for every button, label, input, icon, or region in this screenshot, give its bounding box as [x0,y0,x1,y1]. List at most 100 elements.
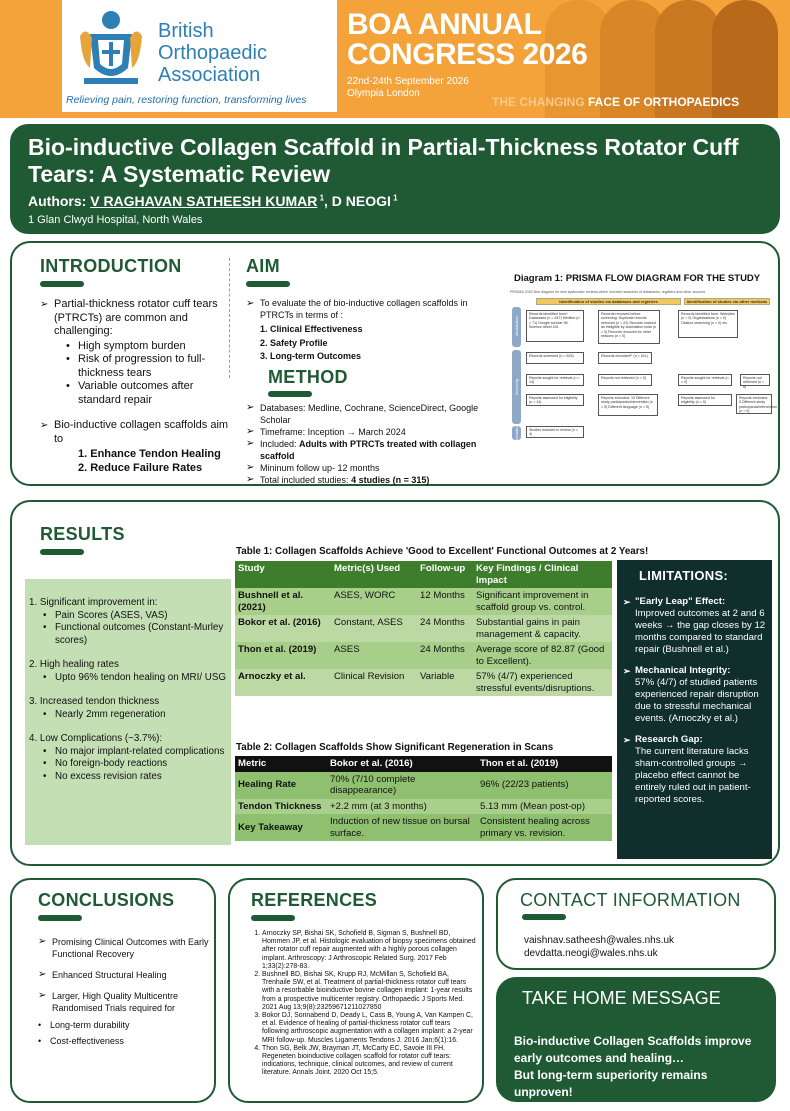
authors-prefix: Authors: [28,193,91,209]
introduction-point: Partial-thickness rotator cuff tears (PT… [40,298,235,339]
conclusion-sub-item: Long-term durability [38,1019,210,1031]
second-author: , D NEOGI [324,193,391,209]
table-cell: Tendon Thickness [235,798,327,814]
prisma-box-excluded: Records excluded** (n = 611) [598,352,652,364]
congress-venue: Olympia London [347,88,420,99]
contact-underline [522,914,566,920]
table-header-cell: Follow-up [417,561,473,588]
introduction-sub-point: Risk of progression to full-thickness te… [66,353,235,380]
results-sub-item: Pain Scores (ASES, VAS) [43,610,229,623]
affiliation: 1 Glan Clwyd Hospital, North Wales [28,214,203,226]
introduction-aim: 1. Enhance Tendon Healing [78,448,221,460]
conclusion-item: Promising Clinical Outcomes with Early F… [38,936,210,960]
silhouette-shape [712,0,778,118]
results-item-title: 4. Low Complications (~3.7%): [29,733,163,744]
table-header-row: Metric Bokor et al. (2016) Thon et al. (… [235,756,612,772]
table-cell: Key Takeaway [235,814,327,841]
poster-title: Bio-inductive Collagen Scaffold in Parti… [28,134,739,187]
method-included-prefix: Included: [260,439,300,449]
prisma-box-assessed-other: Reports assessed for eligibility (n = 0) [678,394,732,406]
prisma-col2-head: Identification of studies via other meth… [684,298,770,305]
prisma-box-sought: Reports sought for retrieval (n = 14) [526,374,584,386]
conclusion-item: Larger, High Quality Multicentre Randomi… [38,990,210,1014]
prisma-stage-label: Screening [515,379,519,395]
table-cell: 12 Months [417,588,473,615]
results-sub-item: Nearly 2mm regeneration [43,709,229,722]
table-header-cell: Metric(s) Used [331,561,417,588]
prisma-box-sought-other: Reports sought for retrieval (n = 0) [678,374,732,386]
method-included-bold: Adults with PTRCTs treated with collagen… [260,439,477,461]
table-row: Bokor et al. (2016) Constant, ASES 24 Mo… [235,615,612,642]
results-item-title: 3. Increased tendon thickness [29,696,160,707]
table-row: Arnoczky et al. Clinical Revision Variab… [235,669,612,696]
contact-email[interactable]: devdatta.neogi@wales.nhs.uk [524,948,658,959]
results-sub-item: No major implant-related complications [43,746,229,759]
introduction-aim: 2. Reduce Failure Rates [78,461,203,474]
prisma-box-excluded-other: Reports excluded: 0 Different study part… [736,394,777,414]
contact-email[interactable]: vaishnav.satheesh@wales.nhs.uk [524,935,675,946]
references-list: Arnoczky SP, Bishai SK, Schofield B, Sig… [250,930,478,1078]
conclusion-sub-item: Cost-effectiveness [38,1035,210,1047]
conclusions-underline [38,915,82,921]
method-item: Mininum follow up- 12 months [246,462,501,474]
silhouette-shape [655,0,721,118]
table-cell: Arnoczky et al. [235,669,331,696]
aim-heading: AIM [246,256,280,276]
table-cell: Consistent healing across primary vs. re… [477,814,612,841]
congress-title-line: BOA ANNUAL [347,8,542,41]
aim-item: 2. Safety Profile [260,337,328,348]
prisma-stage-label: Identification [515,316,519,336]
congress-title: BOA ANNUAL CONGRESS 2026 [347,8,588,71]
table-cell: Variable [417,669,473,696]
table2: Metric Bokor et al. (2016) Thon et al. (… [235,756,612,841]
prisma-caption: Diagram 1: PRISMA FLOW DIAGRAM FOR THE S… [514,273,761,284]
introduction-sub-point: Variable outcomes after standard repair [66,380,235,407]
association-tagline: Relieving pain, restoring function, tran… [66,94,307,106]
prisma-box-not-retrieved-other: Reports not retrieved (n = 0) [740,374,770,389]
take-home-message: Bio-inductive Collagen Scaffolds improve… [514,1033,769,1101]
boa-logo-block: British Orthopaedic Association Relievin… [62,0,337,112]
limitation-desc: Improved outcomes at 2 and 6 weeks → the… [635,608,766,655]
limitation-label: "Early Leap" Effect: [623,596,769,608]
table-cell: 57% (4/7) experienced stressful events/d… [473,669,612,696]
reference-item: Bokor DJ, Sonnabend D, Deady L, Cass B, … [262,1012,478,1045]
table-cell: Thon et al. (2019) [235,642,331,669]
limitation-desc: The current literature lacks sham-contro… [635,746,751,805]
table-row: Tendon Thickness +2.2 mm (at 3 months) 5… [235,798,612,814]
aim-item: 3. Long-term Outcomes [260,351,362,361]
method-item: Timeframe: Inception → March 2024 [246,426,501,438]
introduction-heading: INTRODUCTION [40,256,182,276]
table-header-cell: Key Findings / Clinical Impact [473,561,612,588]
association-name-line: British [158,20,214,42]
prisma-box-other: Records identified from: Websites (n = 0… [678,310,738,338]
method-item: Total included studies: 4 studies (n = 3… [246,474,501,486]
references-heading: REFERENCES [251,890,378,910]
limitation-item: Mechanical Integrity: 57% (4/7) of studi… [623,665,769,725]
conclusions-list: Promising Clinical Outcomes with Early F… [38,936,210,1047]
aim-text: To evaluate the of bio-inductive collage… [246,298,481,321]
congress-dates: 22nd-24th September 2026 [347,76,469,87]
method-item: Included: Adults with PTRCTs treated wit… [246,438,501,462]
first-author: V RAGHAVAN SATHEESH KUMAR [90,193,318,209]
contact-panel [496,878,776,970]
table-header-row: Study Metric(s) Used Follow-up Key Findi… [235,561,612,588]
limitation-label: Mechanical Integrity: [623,665,769,677]
table-row: Healing Rate 70% (7/10 complete disappea… [235,771,612,799]
prisma-stage-band [512,426,521,440]
aim-item: 1. Clinical Effectiveness [260,324,363,334]
results-item-title: 2. High healing rates [29,659,119,670]
prisma-stage-band [512,350,521,424]
introduction-body: Partial-thickness rotator cuff tears (PT… [40,298,235,475]
results-sub-item: No excess revision rates [43,771,229,784]
table-cell: ASES [331,642,417,669]
contact-heading: CONTACT INFORMATION [520,890,741,910]
table-cell: 24 Months [417,615,473,642]
table-cell: Constant, ASES [331,615,417,642]
table-cell: Bokor et al. (2016) [235,615,331,642]
congress-theme: THE CHANGING FACE OF ORTHOPAEDICS [492,95,739,109]
method-total-prefix: Total included studies: [260,475,352,485]
limitations-heading: LIMITATIONS: [639,568,729,583]
congress-title-line: CONGRESS 2026 [347,38,588,71]
method-total-bold: 4 studies (n = 315) [351,475,430,485]
first-author-affil: 1 [317,193,325,203]
